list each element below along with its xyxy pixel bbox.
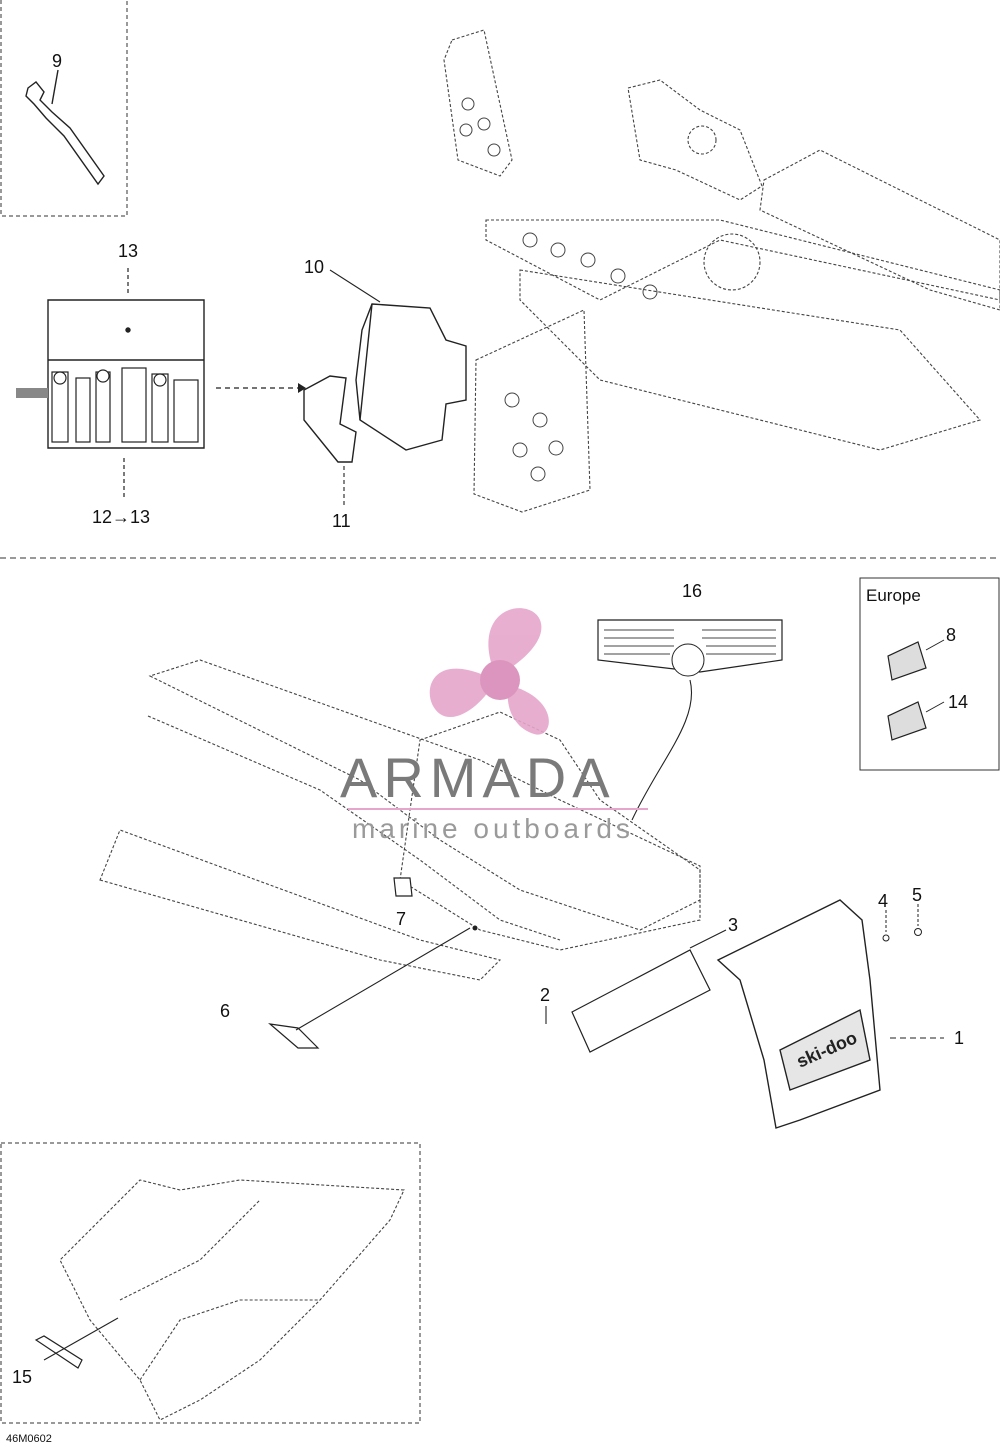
callout-12-13: 12→13: [92, 507, 151, 527]
wrench-part: [25, 69, 105, 186]
watermark-logo: [429, 608, 549, 735]
callout-5: 5: [912, 885, 923, 905]
callout-11: 11: [332, 511, 351, 531]
callout-9: 9: [52, 51, 63, 71]
warning-decal: [597, 619, 783, 677]
watermark-tagline: marine outboards: [352, 813, 634, 844]
callout-6: 6: [220, 1001, 231, 1021]
hood-inner-part: [59, 1179, 405, 1421]
tool-bag-part: [303, 303, 467, 463]
callout-10: 10: [304, 257, 325, 277]
clip-part: [393, 877, 413, 897]
callout-16: 16: [682, 581, 703, 601]
callout-3: 3: [728, 915, 739, 935]
lower-inset-frame: [0, 1142, 421, 1424]
plate-part: [571, 949, 711, 1053]
callout-1: 1: [954, 1028, 965, 1048]
watermark-rule: [348, 808, 648, 810]
callout-2: 2: [540, 985, 551, 1005]
callout-7: 7: [396, 909, 407, 929]
chassis-holes: [459, 97, 658, 482]
watermark-brand-name: ARMADA: [340, 746, 616, 809]
europe-decals: [887, 639, 945, 741]
snowflap-part: ski-doo: [716, 899, 881, 1129]
figure-code: 46M0602: [6, 1433, 52, 1445]
callout-4: 4: [878, 891, 889, 911]
europe-label: Europe: [866, 586, 921, 605]
callout-13: 13: [118, 241, 139, 261]
callout-8: 8: [946, 625, 957, 645]
callout-15: 15: [12, 1367, 33, 1387]
europe-inset-frame: [859, 577, 1000, 771]
wrench-inset-frame: [0, 0, 128, 217]
chassis-frame: [443, 29, 1000, 513]
callout-14: 14: [948, 692, 969, 712]
tool-kit-part: [16, 299, 205, 449]
nose-piece-part: [268, 1023, 320, 1049]
kit-arrowhead: [298, 383, 306, 393]
